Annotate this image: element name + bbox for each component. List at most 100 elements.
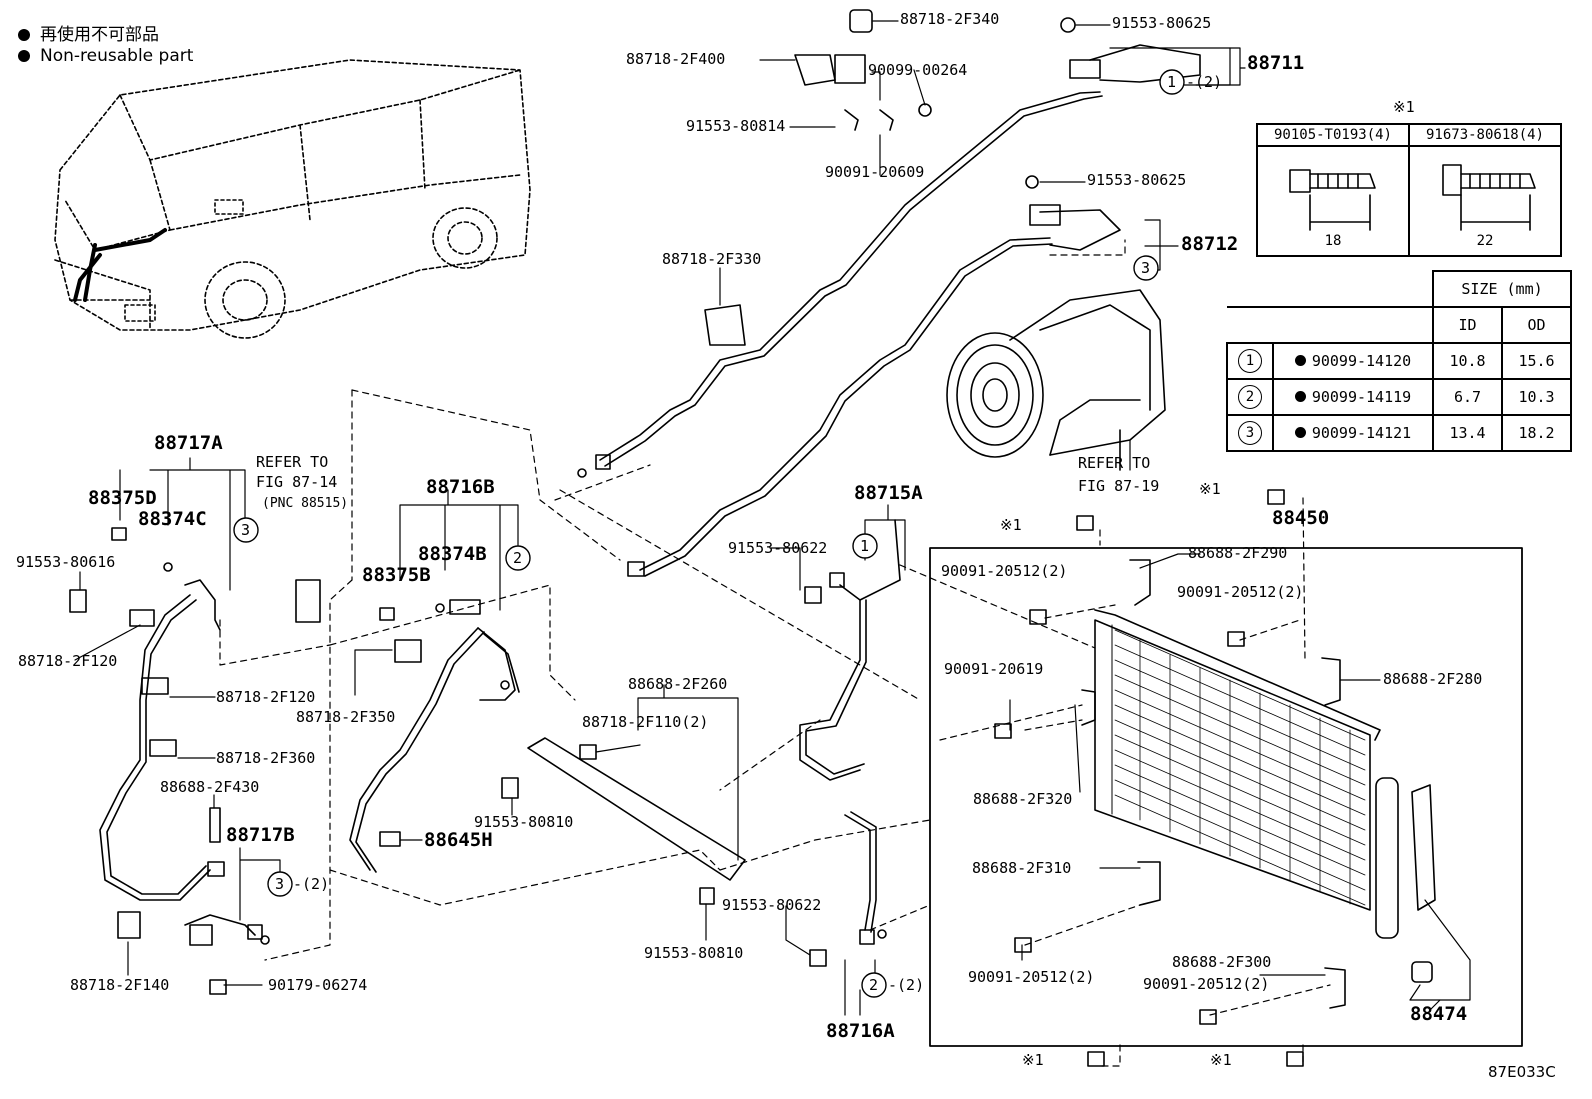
refer-fig-87-19[interactable]: FIG 87-19 (1078, 477, 1160, 495)
size-part-number[interactable]: 90099-14119 (1311, 388, 1412, 406)
callout-88717B-qty: -(2) (293, 875, 330, 893)
callout-88374C[interactable]: 88374C (138, 508, 207, 530)
legend-nonreusable-en: Non-reusable part (18, 46, 193, 66)
callout-88688-2F300[interactable]: 88688-2F300 (1172, 953, 1272, 971)
callout-88716A[interactable]: 88716A (826, 1020, 895, 1042)
callout-90091-20512[interactable]: 90091-20512(2) (968, 968, 1095, 986)
callout-88718-2F360[interactable]: 88718-2F360 (216, 749, 316, 767)
callout-90179-06274[interactable]: 90179-06274 (268, 976, 368, 994)
callout-88688-2F280[interactable]: 88688-2F280 (1383, 670, 1483, 688)
callout-88711-qty: -(2) (1186, 73, 1223, 91)
callout-91553-80616[interactable]: 91553-80616 (16, 553, 116, 571)
circle-mark-1: 1 (1238, 349, 1262, 373)
callout-88645H[interactable]: 88645H (424, 829, 493, 851)
nonreusable-dot-icon (1294, 355, 1306, 366)
callout-90091-20609[interactable]: 90091-20609 (825, 163, 925, 181)
size-header-id: ID (1432, 306, 1503, 344)
tube-88716B (349, 599, 520, 873)
callout-88715A[interactable]: 88715A (854, 482, 923, 504)
callout-88718-2F350[interactable]: 88718-2F350 (296, 708, 396, 726)
nonreusable-dot-icon (1294, 391, 1306, 402)
callout-91553-80625[interactable]: 91553-80625 (1087, 171, 1187, 189)
callout-91553-80810[interactable]: 91553-80810 (644, 944, 744, 962)
size-id: 6.7 (1432, 378, 1503, 416)
callout-88688-2F260[interactable]: 88688-2F260 (628, 675, 728, 693)
callout-88718-2F340[interactable]: 88718-2F340 (900, 10, 1000, 28)
size-od: 10.3 (1501, 378, 1572, 416)
size-table: SIZE (mm) ID OD 1 90099-14120 10.8 15.6 … (1226, 270, 1572, 452)
callout-88712[interactable]: 88712 (1181, 233, 1239, 255)
callout-88711[interactable]: 88711 (1247, 52, 1305, 74)
note-mark: ※1 (1000, 516, 1022, 534)
bullet-icon (18, 29, 30, 41)
note-mark: ※1 (1210, 1051, 1232, 1069)
tube-88717A (99, 579, 270, 946)
callout-88717A[interactable]: 88717A (154, 432, 223, 454)
size-part-number[interactable]: 90099-14120 (1311, 352, 1412, 370)
callout-88688-2F320[interactable]: 88688-2F320 (973, 790, 1073, 808)
callout-88688-2F290[interactable]: 88688-2F290 (1188, 544, 1288, 562)
callout-90091-20512[interactable]: 90091-20512(2) (1143, 975, 1270, 993)
callout-91553-80622[interactable]: 91553-80622 (722, 896, 822, 914)
circle-mark-2: 2 (513, 549, 523, 567)
callout-90091-20619[interactable]: 90091-20619 (944, 660, 1044, 678)
callout-88688-2F430[interactable]: 88688-2F430 (160, 778, 260, 796)
callout-88450[interactable]: 88450 (1272, 507, 1330, 529)
fastener-table: 90105-T0193(4) 91673-80618(4) 18 22 (1256, 123, 1562, 257)
size-row: 2 90099-14119 6.7 10.3 (1226, 378, 1572, 416)
callout-88716A-qty: -(2) (888, 976, 925, 994)
size-od: 18.2 (1501, 414, 1572, 452)
circle-mark-3: 3 (241, 521, 251, 539)
circle-mark-3: 3 (1238, 421, 1262, 445)
refer-to-label: REFER TO (1078, 454, 1151, 472)
callout-90091-20512[interactable]: 90091-20512(2) (1177, 583, 1304, 601)
size-header-od: OD (1501, 306, 1572, 344)
callout-88718-2F120[interactable]: 88718-2F120 (216, 688, 316, 706)
callout-90099-00264[interactable]: 90099-00264 (868, 61, 968, 79)
callout-88717B[interactable]: 88717B (226, 824, 295, 846)
size-part-number[interactable]: 90099-14121 (1311, 424, 1412, 442)
circle-mark-2: 2 (1238, 385, 1262, 409)
callout-88374B[interactable]: 88374B (418, 543, 487, 565)
callout-91553-80622[interactable]: 91553-80622 (728, 539, 828, 557)
callout-88718-2F140[interactable]: 88718-2F140 (70, 976, 170, 994)
fastener-col1-header: 90105-T0193(4) (1256, 123, 1410, 147)
discharge-hose-88712 (627, 204, 1121, 577)
liquid-tube-88715A (799, 519, 901, 781)
callout-88375D[interactable]: 88375D (88, 487, 157, 509)
leader-lines (74, 20, 1471, 1016)
compressor (946, 289, 1166, 471)
note-mark: ※1 (1022, 1051, 1044, 1069)
size-row: 3 90099-14121 13.4 18.2 (1226, 414, 1572, 452)
callout-88375B[interactable]: 88375B (362, 564, 431, 586)
small-parts (69, 9, 1304, 1067)
callout-88718-2F120[interactable]: 88718-2F120 (18, 652, 118, 670)
refer-to-label: REFER TO (256, 453, 329, 471)
callout-91553-80810[interactable]: 91553-80810 (474, 813, 574, 831)
callout-88474[interactable]: 88474 (1410, 1003, 1468, 1025)
circle-callouts (233, 69, 1185, 998)
callout-88718-2F400[interactable]: 88718-2F400 (626, 50, 726, 68)
callout-88718-2F330[interactable]: 88718-2F330 (662, 250, 762, 268)
note-mark: ※1 (1199, 480, 1221, 498)
callout-88716B[interactable]: 88716B (426, 476, 495, 498)
fastener-col1-dim: 18 (1324, 233, 1342, 249)
dashed-leaders (219, 239, 1331, 1067)
callout-88688-2F310[interactable]: 88688-2F310 (972, 859, 1072, 877)
circle-mark-2: 2 (869, 976, 879, 994)
circle-mark-3: 3 (1141, 259, 1151, 277)
size-id: 10.8 (1432, 342, 1503, 380)
callout-91553-80625[interactable]: 91553-80625 (1112, 14, 1212, 32)
circle-mark-1: 1 (860, 537, 870, 555)
callout-90091-20512[interactable]: 90091-20512(2) (941, 562, 1068, 580)
refer-fig-87-14[interactable]: FIG 87-14 (256, 473, 338, 491)
circle-mark-1: 1 (1167, 73, 1177, 91)
size-id: 13.4 (1432, 414, 1503, 452)
callout-88718-2F110[interactable]: 88718-2F110(2) (582, 713, 709, 731)
size-od: 15.6 (1501, 342, 1572, 380)
callout-91553-80814[interactable]: 91553-80814 (686, 117, 786, 135)
fastener-table-mark: ※1 (1393, 98, 1415, 116)
van-illustration (54, 59, 531, 339)
size-header: SIZE (mm) (1432, 270, 1572, 308)
